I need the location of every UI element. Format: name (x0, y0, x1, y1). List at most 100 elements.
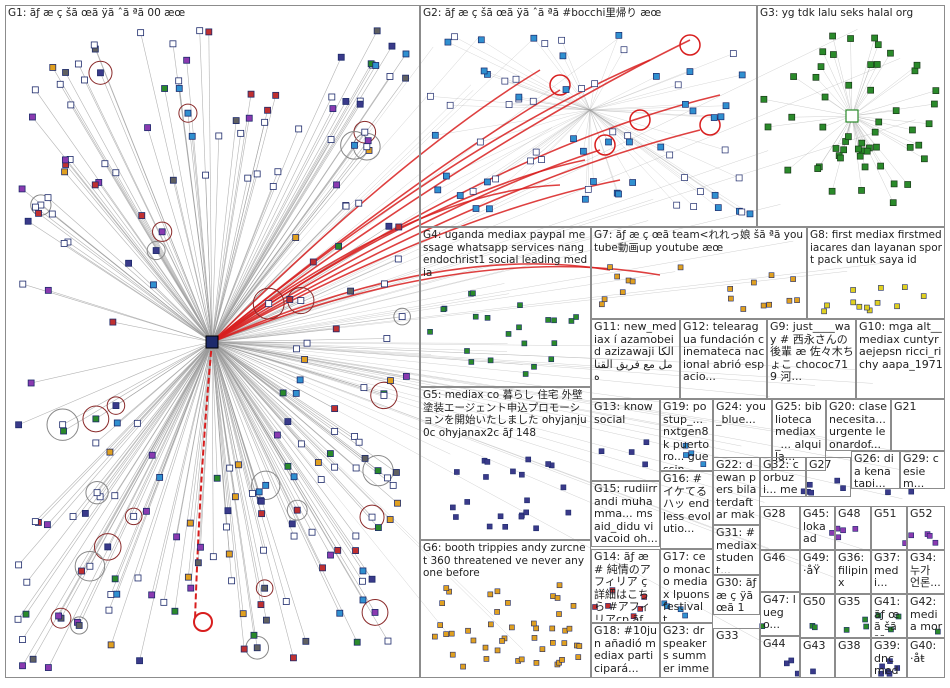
edge (211, 341, 874, 553)
edge (211, 341, 857, 370)
group-box-g49 (800, 550, 835, 594)
edge (35, 89, 213, 343)
node (386, 516, 394, 523)
node (582, 195, 589, 203)
edge (211, 110, 268, 343)
group-box-g44 (760, 636, 800, 678)
node (368, 575, 376, 583)
edge (544, 43, 591, 111)
edge (211, 341, 301, 381)
edge (211, 128, 299, 343)
node (327, 136, 335, 143)
node (484, 315, 491, 321)
node (156, 473, 164, 481)
edge (211, 135, 220, 343)
node (505, 331, 512, 337)
node (329, 105, 337, 113)
group-label-g43: G43 (803, 640, 826, 652)
node (56, 80, 64, 88)
edge (211, 341, 363, 582)
edge (211, 341, 776, 650)
edge (211, 293, 510, 343)
node (472, 313, 479, 320)
group-box-g43 (800, 638, 835, 678)
node (915, 141, 923, 149)
group-label-g21: G21 (894, 401, 917, 413)
node (161, 85, 168, 92)
node (931, 100, 938, 108)
group-label-g2: G2: ãƒ æ ç šã œã ÿã ˆã ªã #bocchi里帰り æœ (423, 7, 662, 19)
node (464, 499, 471, 505)
node (43, 521, 51, 529)
node (472, 205, 480, 212)
edge (72, 341, 213, 517)
group-box-g26 (851, 451, 900, 489)
node (904, 181, 912, 188)
node (714, 204, 722, 211)
group-label-g25: G25: biblioteca mediax_... alquila... (775, 401, 822, 463)
loop-circle (124, 507, 143, 526)
group-label-g41: G41: ãƒ œã šã ªã... (874, 596, 901, 636)
edge (186, 60, 213, 343)
edge (211, 341, 379, 528)
edge (211, 271, 848, 343)
loop-circle (93, 533, 122, 561)
node (829, 32, 836, 40)
node (175, 85, 183, 92)
node (249, 489, 256, 497)
edge (35, 206, 213, 343)
node (31, 86, 39, 94)
edge (63, 341, 213, 432)
node (861, 163, 869, 171)
edge (487, 109, 591, 183)
node (521, 340, 528, 347)
node (292, 234, 300, 241)
node (532, 148, 540, 156)
edge (530, 109, 591, 162)
edge (65, 159, 213, 343)
edge (211, 341, 284, 394)
group-box-g42 (907, 594, 945, 638)
node (629, 278, 636, 285)
edge (211, 341, 214, 557)
group-label-g35: G35 (838, 596, 861, 608)
node (464, 348, 470, 354)
node (92, 415, 100, 423)
edge (211, 341, 688, 406)
node (331, 405, 339, 413)
edge (211, 64, 373, 343)
node (605, 138, 612, 146)
node (615, 31, 623, 39)
node (309, 258, 317, 266)
node (873, 61, 881, 68)
edge (211, 63, 372, 343)
edge (791, 115, 853, 118)
edge (450, 105, 591, 111)
edge (211, 220, 649, 343)
group-box-g47 (760, 592, 800, 636)
node (786, 297, 793, 304)
group-label-g33: G33 (716, 630, 739, 642)
edge (22, 341, 213, 640)
node (381, 280, 388, 288)
node (878, 670, 884, 677)
edge (589, 109, 630, 143)
edge (211, 341, 900, 470)
node (518, 656, 525, 663)
node (29, 113, 36, 121)
node (894, 303, 900, 310)
edge (851, 115, 862, 191)
edge (99, 341, 213, 497)
node (721, 146, 729, 154)
node (253, 644, 261, 652)
node (342, 202, 350, 210)
node (889, 199, 897, 207)
node (112, 169, 120, 177)
node (531, 635, 538, 641)
edge (211, 341, 245, 650)
node (697, 188, 704, 195)
edge (211, 118, 250, 343)
group-label-g14: G14: ãƒ æ # 純情のアフィリア ç 詳細はこちら #アフィリアcp ã… (594, 551, 651, 621)
group-box-g33 (713, 628, 760, 678)
group-box-g52 (907, 506, 945, 550)
